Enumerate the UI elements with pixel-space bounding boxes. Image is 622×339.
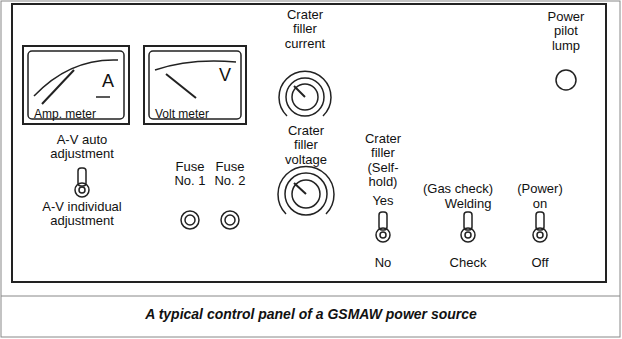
panel-label: No — [358, 256, 408, 270]
panel-label: Check — [438, 256, 498, 270]
meter-name: Amp. meter — [34, 107, 96, 121]
panel-label: A-V individual adjustment — [42, 200, 122, 229]
panel-label: Fuse No. 1 — [170, 160, 210, 189]
panel-label: Crater filler current — [278, 8, 333, 51]
panel-label: Yes — [358, 194, 408, 208]
panel-label: Crater filler voltage — [279, 124, 334, 167]
panel-label: Crater filler (Self-hold) — [356, 132, 411, 189]
panel-label: A-V auto adjustment — [42, 133, 122, 162]
meter-name: Volt meter — [155, 107, 209, 121]
panel-label: Off — [520, 256, 560, 270]
panel-label: (Gas check) — [413, 182, 503, 196]
meter-box: A Amp. meter — [22, 45, 130, 125]
panel-label: Power pilot lump — [541, 10, 591, 53]
figure-caption: A typical control panel of a GSMAW power… — [0, 306, 622, 322]
meter-box: V Volt meter — [143, 45, 247, 125]
panel-label: Fuse No. 2 — [210, 160, 250, 189]
meter-symbol: A — [102, 71, 114, 92]
panel-label: (Power) — [510, 182, 570, 196]
panel-label: Welding — [438, 197, 498, 211]
panel-label: on — [520, 197, 560, 211]
meter-symbol: V — [219, 65, 231, 86]
